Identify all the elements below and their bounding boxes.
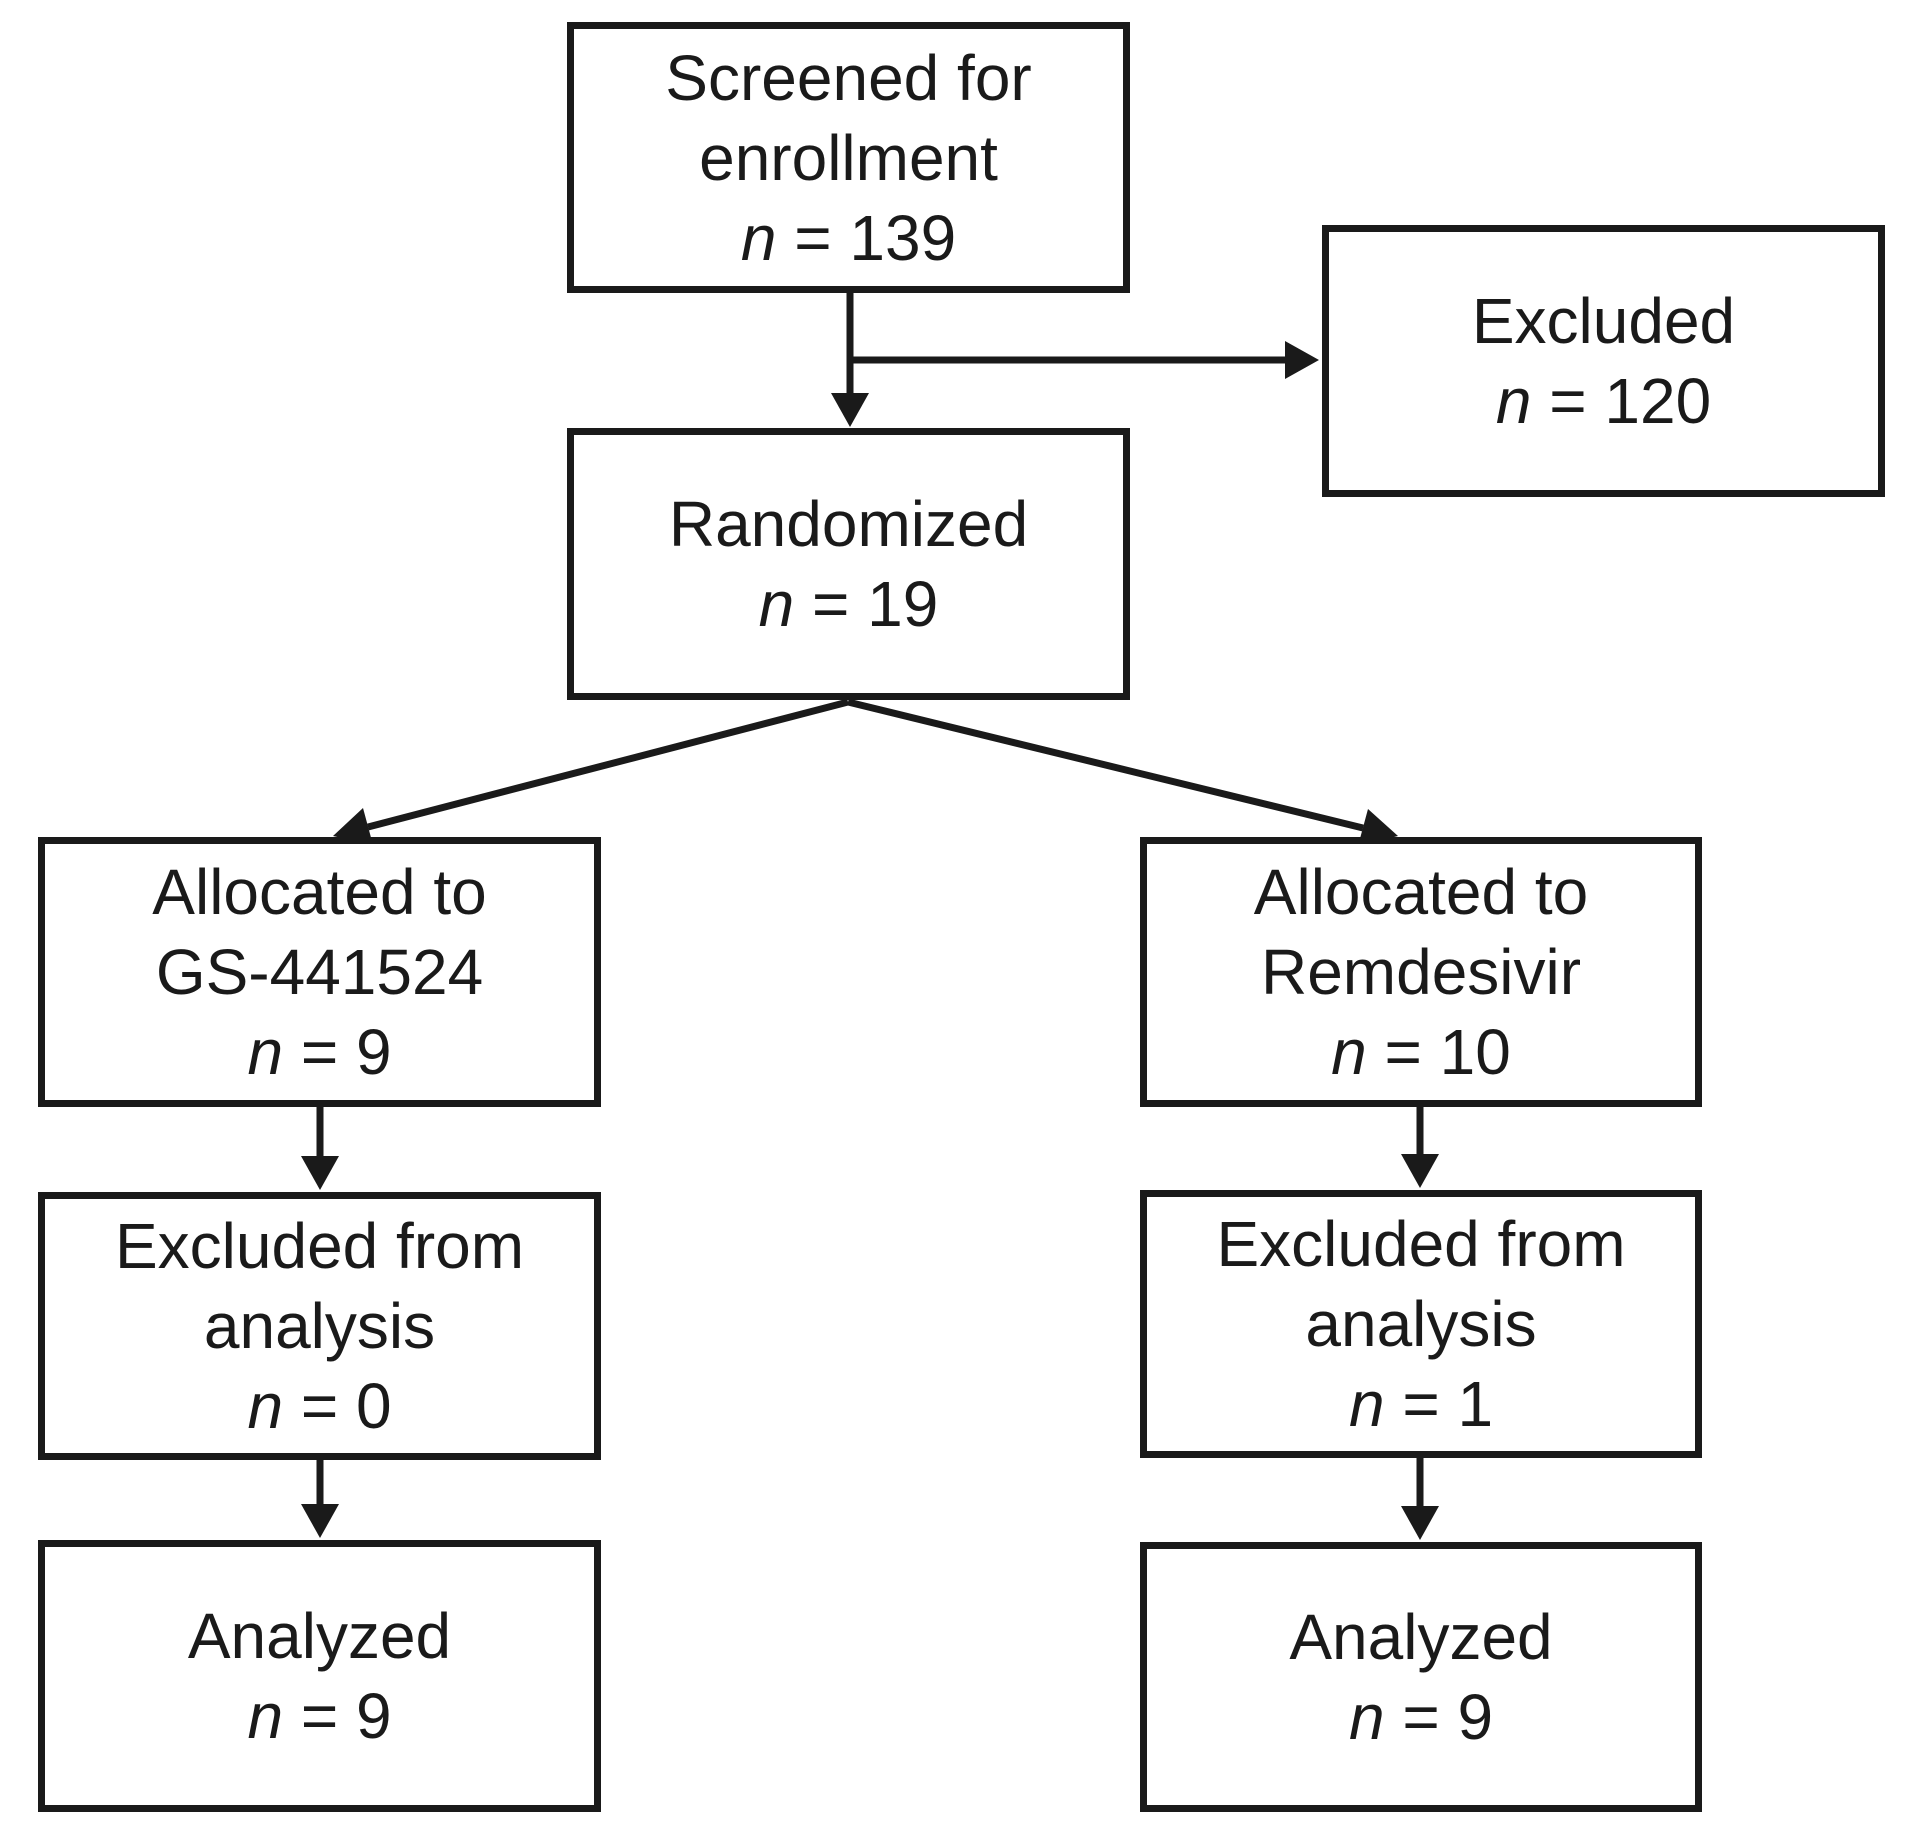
n-value: = 10 <box>1366 1016 1511 1088</box>
node-n-line: n = 9 <box>247 1676 391 1756</box>
node-text-line: analysis <box>1305 1288 1537 1360</box>
n-symbol: n <box>1348 1368 1385 1440</box>
node-text-line: analysis <box>203 1290 436 1362</box>
arrowhead-allocated-rem-to-excluded-analysis-rem <box>1401 1154 1439 1188</box>
node-n-line: n = 9 <box>247 1012 391 1092</box>
node-n-line: n = 19 <box>759 564 939 644</box>
node-text-line: enrollment <box>699 121 998 194</box>
node-n-line: n = 10 <box>1331 1012 1511 1092</box>
edge-randomized-to-allocated-gs <box>367 698 849 831</box>
n-value: = 1 <box>1384 1368 1494 1440</box>
node-n-line: n = 120 <box>1496 361 1711 441</box>
n-symbol: n <box>247 1370 284 1442</box>
arrowhead-excluded-analysis-rem-to-analyzed-rem <box>1401 1506 1439 1540</box>
node-allocated-gs-441524: Allocated to GS-441524 n = 9 <box>38 837 601 1107</box>
n-symbol: n <box>247 1680 284 1752</box>
node-text-line: Randomized <box>668 488 1029 560</box>
arrowhead-screened-to-excluded <box>1285 341 1319 379</box>
node-n-line: n = 0 <box>247 1366 391 1446</box>
arrowhead-excluded-analysis-gs-to-analyzed-gs <box>301 1504 339 1538</box>
node-text-line: Analyzed <box>1289 1601 1553 1673</box>
node-allocated-remdesivir: Allocated to Remdesivir n = 10 <box>1140 837 1702 1107</box>
n-value: = 19 <box>794 568 939 640</box>
arrowhead-randomized-to-allocated-rem <box>1358 809 1398 846</box>
n-value: = 9 <box>283 1016 392 1088</box>
arrowhead-screened-to-randomized <box>831 393 869 427</box>
edge-randomized-to-allocated-rem <box>847 698 1364 832</box>
node-text-line: Remdesivir <box>1260 936 1582 1008</box>
node-n-line: n = 139 <box>741 198 956 278</box>
node-excluded-from-analysis-rem: Excluded from analysis n = 1 <box>1140 1190 1702 1458</box>
n-symbol: n <box>1495 365 1532 437</box>
node-text-line: Excluded from <box>1216 1208 1626 1280</box>
node-screened-for-enrollment: Screened for enrollment n = 139 <box>567 22 1130 293</box>
node-text-line: Analyzed <box>187 1600 452 1672</box>
node-randomized: Randomized n = 19 <box>567 428 1130 700</box>
n-value: = 0 <box>283 1370 392 1442</box>
n-symbol: n <box>758 568 795 640</box>
node-analyzed-gs: Analyzed n = 9 <box>38 1540 601 1812</box>
arrowhead-allocated-gs-to-excluded-analysis-gs <box>301 1156 339 1190</box>
node-text-line: Excluded <box>1471 285 1736 357</box>
n-value: = 139 <box>776 201 957 274</box>
arrowhead-randomized-to-allocated-gs <box>333 808 373 845</box>
node-n-line: n = 9 <box>1349 1677 1493 1757</box>
node-n-line: n = 1 <box>1349 1364 1493 1444</box>
node-excluded: Excluded n = 120 <box>1322 225 1885 497</box>
n-symbol: n <box>1331 1016 1367 1088</box>
node-text-line: Allocated to <box>1253 856 1589 928</box>
node-text-line: Excluded from <box>114 1210 525 1282</box>
node-analyzed-rem: Analyzed n = 9 <box>1140 1542 1702 1812</box>
n-symbol: n <box>1348 1681 1385 1753</box>
node-excluded-from-analysis-gs: Excluded from analysis n = 0 <box>38 1192 601 1460</box>
n-value: = 120 <box>1531 365 1712 437</box>
node-text-line: GS-441524 <box>155 936 484 1008</box>
n-symbol: n <box>740 201 777 274</box>
node-text-line: Allocated to <box>152 856 487 928</box>
n-value: = 9 <box>1384 1681 1494 1753</box>
node-text-line: Screened for <box>665 41 1032 114</box>
n-symbol: n <box>247 1016 284 1088</box>
n-value: = 9 <box>283 1680 392 1752</box>
